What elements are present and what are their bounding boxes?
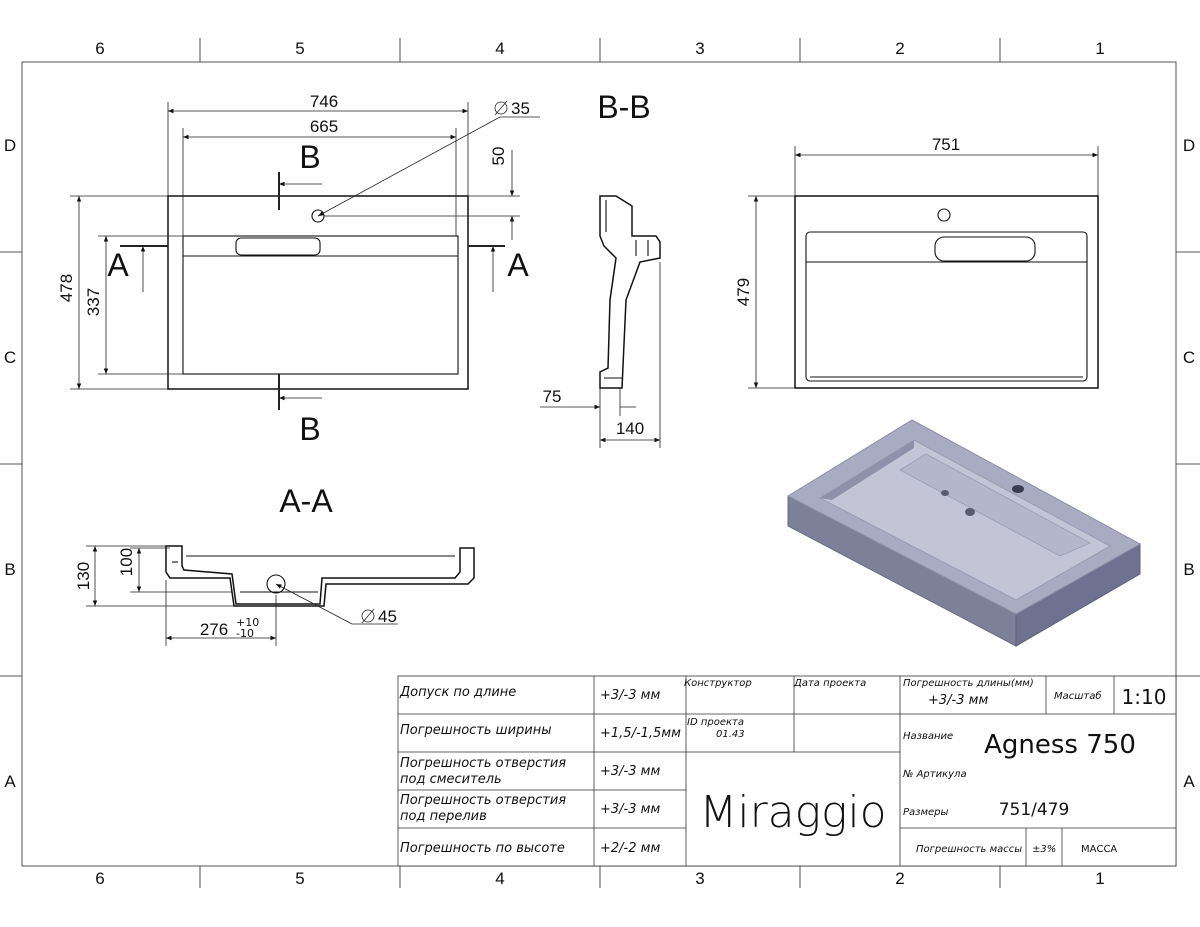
dim-hole-diameter: 35 — [494, 99, 530, 118]
section-aa-title: A-A — [279, 483, 333, 519]
right-view-dim-lines — [748, 146, 1099, 389]
name-label: Название — [903, 731, 953, 742]
dim-right-depth: 479 — [734, 278, 753, 306]
dim-aa-tol-minus: -10 — [236, 627, 254, 640]
tol-row-1-value: +3/-3 мм — [600, 688, 660, 703]
zone-labels-right: D C B A — [1183, 136, 1195, 791]
zone-col-5: 5 — [295, 39, 304, 58]
tol-row-4-value: +3/-3 мм — [600, 802, 660, 817]
project-date-label: Дата проекта — [793, 678, 866, 689]
dim-right-width: 751 — [932, 135, 960, 154]
dim-aa-tol-plus: +10 — [236, 616, 259, 629]
dim-bb-wall: 75 — [543, 387, 562, 406]
zone-col-2: 2 — [895, 39, 904, 58]
scale-label: Масштаб — [1054, 690, 1102, 702]
dim-hole-diameter-value: 35 — [511, 99, 530, 118]
sink-3d-render — [786, 419, 1142, 647]
length-error-value: +3/-3 мм — [928, 693, 988, 708]
section-aa-profile — [165, 545, 475, 607]
length-error-label: Погрешность длины(мм) — [903, 678, 1034, 689]
zone-row-d: D — [4, 136, 16, 155]
section-bb-view: B-B 75 140 — [540, 89, 661, 448]
article-label: № Артикула — [902, 769, 967, 780]
zone-col-3: 3 — [695, 39, 704, 58]
zone-row-a: A — [4, 772, 16, 791]
tol-row-5-value: +2/-2 мм — [600, 841, 660, 856]
section-bb-dim-lines — [540, 262, 661, 448]
section-bb-profile — [599, 195, 661, 389]
mass-label: МАССА — [1081, 844, 1117, 855]
scale-value: 1:10 — [1122, 685, 1167, 709]
designer-label: Конструктор — [684, 678, 752, 689]
brand-logo: Miraggio — [699, 787, 886, 838]
section-aa-view: A-A 130 100 276 +10 -10 45 — [74, 483, 475, 646]
zone-labels-left: D C B A — [4, 136, 16, 791]
zone-col-6-bottom: 6 — [95, 869, 104, 888]
mass-error-value: ±3% — [1032, 844, 1056, 855]
zone-row-b-right: B — [1183, 560, 1194, 579]
title-block-grid — [397, 675, 1177, 867]
zone-col-3-bottom: 3 — [695, 869, 704, 888]
zone-row-a-right: A — [1183, 772, 1195, 791]
tol-row-4-label-line1: Погрешность отверстия — [400, 793, 566, 808]
project-id-label: ID проекта — [687, 717, 744, 728]
dim-depth-overall: 478 — [57, 274, 76, 302]
zone-col-1: 1 — [1095, 39, 1104, 58]
section-aa-drain — [266, 574, 286, 594]
dim-aa-drain-offset: 276 — [200, 620, 228, 639]
dim-width-bowl: 665 — [310, 117, 338, 136]
dim-aa-drain-diameter: 45 — [361, 607, 397, 626]
section-mark-a-right: A — [507, 247, 529, 283]
tol-row-2-value: +1,5/-1,5мм — [600, 726, 681, 741]
top-view: 746 665 35 50 478 337 B B A A — [57, 92, 540, 447]
right-view-outline — [794, 195, 1099, 389]
dim-aa-outer-height: 130 — [74, 562, 93, 590]
title-block: Допуск по длине +3/-3 мм Погрешность шир… — [397, 675, 1177, 867]
tol-row-3-label-line2: под смеситель — [400, 772, 502, 787]
render-faucet-hole — [1012, 485, 1024, 493]
dim-depth-bowl: 337 — [84, 288, 103, 316]
dim-hole-offset: 50 — [489, 147, 508, 166]
dim-bb-height: 140 — [616, 419, 644, 438]
mass-error-label: Погрешность массы — [916, 844, 1022, 855]
zone-col-2-bottom: 2 — [895, 869, 904, 888]
sizes-label: Размеры — [903, 807, 949, 818]
zone-row-b: B — [4, 560, 15, 579]
zone-col-4-bottom: 4 — [495, 869, 504, 888]
zone-labels-bottom: 6 5 4 3 2 1 — [95, 869, 1104, 888]
right-view: 751 479 — [734, 135, 1099, 389]
zone-col-5-bottom: 5 — [295, 869, 304, 888]
tol-row-4-label-line2: под перелив — [400, 809, 487, 824]
dim-aa-bowl-height: 100 — [117, 548, 136, 576]
section-bb-title: B-B — [597, 89, 650, 125]
tol-row-3-label-line1: Погрешность отверстия — [400, 756, 566, 771]
section-mark-b-bottom: B — [299, 411, 320, 447]
zone-row-d-right: D — [1183, 136, 1195, 155]
render-overflow-hole — [965, 508, 975, 516]
zone-col-6: 6 — [95, 39, 104, 58]
zone-col-1-bottom: 1 — [1095, 869, 1104, 888]
zone-row-c-right: C — [1183, 348, 1195, 367]
tol-row-3-value: +3/-3 мм — [600, 764, 660, 779]
sizes-value: 751/479 — [999, 800, 1070, 820]
tol-row-2-label: Погрешность ширины — [400, 723, 551, 738]
zone-labels-top: 6 5 4 3 2 1 — [95, 39, 1104, 58]
section-mark-a-left: A — [107, 247, 129, 283]
zone-col-4: 4 — [495, 39, 504, 58]
top-view-outline — [167, 195, 469, 390]
product-name: Agness 750 — [984, 730, 1136, 760]
section-mark-b-top: B — [299, 139, 320, 175]
section-aa-dim-lines — [86, 545, 398, 646]
project-id-value: 01.43 — [716, 729, 745, 740]
zone-row-c: C — [4, 348, 16, 367]
dim-aa-drain-diameter-value: 45 — [378, 607, 397, 626]
dim-width-overall: 746 — [310, 92, 338, 111]
tol-row-1-label: Допуск по длине — [399, 685, 516, 700]
tol-row-5-label: Погрешность по высоте — [400, 841, 565, 856]
top-view-dim-lines — [70, 102, 540, 410]
